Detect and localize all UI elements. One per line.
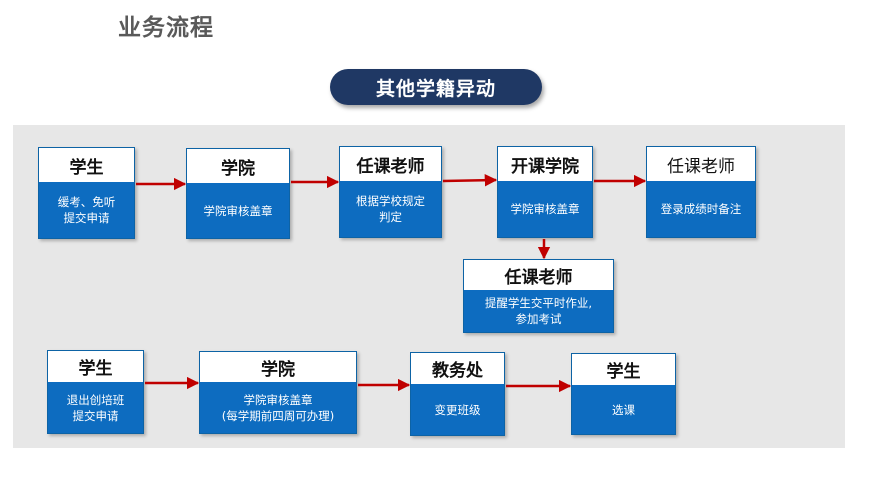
page-title: 业务流程 <box>118 15 214 41</box>
node-title: 任课老师 <box>464 260 613 290</box>
node-desc: 学院审核盖章(每学期前四周可办理) <box>221 392 335 423</box>
flow1-node-teacher-record: 任课老师 登录成绩时备注 <box>646 146 756 238</box>
flow1-node-teacher: 任课老师 根据学校规定判定 <box>339 146 442 238</box>
section-title-pill: 其他学籍异动 <box>330 69 542 105</box>
flow2-node-student: 学生 退出创培班提交申请 <box>47 350 144 434</box>
node-desc: 选课 <box>612 402 635 417</box>
arrow-flow1-3 <box>442 173 498 187</box>
flow2-node-academic-office: 教务处 变更班级 <box>410 352 505 436</box>
node-desc: 学院审核盖章 <box>203 203 273 218</box>
node-title: 学生 <box>48 351 143 382</box>
node-desc: 变更班级 <box>434 402 481 417</box>
node-desc: 缓考、免听提交申请 <box>57 195 116 225</box>
node-desc: 登录成绩时备注 <box>660 202 742 216</box>
flow1-node-teacher-remind: 任课老师 提醒学生交平时作业,参加考试 <box>463 259 614 333</box>
node-title: 任课老师 <box>647 147 755 181</box>
flow1-node-college: 学院 学院审核盖章 <box>186 148 290 239</box>
node-desc: 根据学校规定判定 <box>356 194 425 224</box>
node-desc: 退出创培班提交申请 <box>66 392 125 423</box>
node-title: 开课学院 <box>498 147 592 181</box>
node-desc: 学院审核盖章 <box>510 202 580 216</box>
flow2-node-student-select: 学生 选课 <box>571 353 676 435</box>
node-title: 教务处 <box>411 353 504 384</box>
flow2-node-college: 学院 学院审核盖章(每学期前四周可办理) <box>199 351 357 434</box>
flow1-node-student: 学生 缓考、免听提交申请 <box>38 147 135 239</box>
node-title: 任课老师 <box>340 147 441 181</box>
node-title: 学生 <box>39 148 134 182</box>
node-desc: 提醒学生交平时作业,参加考试 <box>484 296 593 326</box>
node-title: 学院 <box>187 149 289 183</box>
flow1-node-course-college: 开课学院 学院审核盖章 <box>497 146 593 238</box>
node-title: 学生 <box>572 354 675 385</box>
node-title: 学院 <box>200 352 356 382</box>
section-title: 其他学籍异动 <box>375 77 496 100</box>
